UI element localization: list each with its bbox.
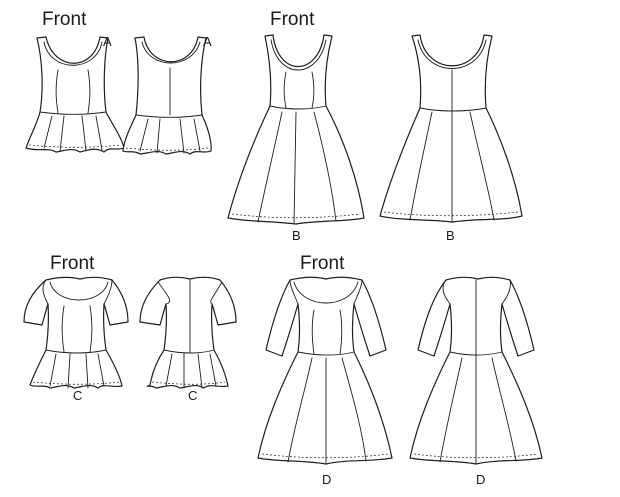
view-d-back-drawing: [409, 276, 543, 465]
view-a-front-drawing: [25, 36, 125, 153]
view-letter-d-back: D: [476, 472, 486, 487]
view-letter-b-back: B: [446, 228, 455, 243]
front-label-view-d: Front: [300, 253, 345, 274]
view-c-front-drawing: [23, 276, 129, 389]
front-label-view-b: Front: [270, 9, 315, 30]
view-letter-c-front: C: [73, 388, 83, 403]
view-letter-a-front: A: [103, 34, 112, 49]
view-a-back-drawing: [122, 36, 212, 155]
view-letter-c-back: C: [188, 388, 198, 403]
view-b-back-drawing: [379, 34, 523, 223]
view-letter-b-front: B: [292, 228, 301, 243]
view-b-front-drawing: [227, 34, 365, 225]
view-d-front-drawing: [257, 276, 393, 465]
view-c-back-drawing: [139, 276, 237, 389]
view-letter-d-front: D: [322, 472, 332, 487]
front-label-view-c: Front: [50, 253, 95, 274]
view-letter-a-back: A: [203, 34, 212, 49]
front-label-view-a: Front: [42, 9, 87, 30]
